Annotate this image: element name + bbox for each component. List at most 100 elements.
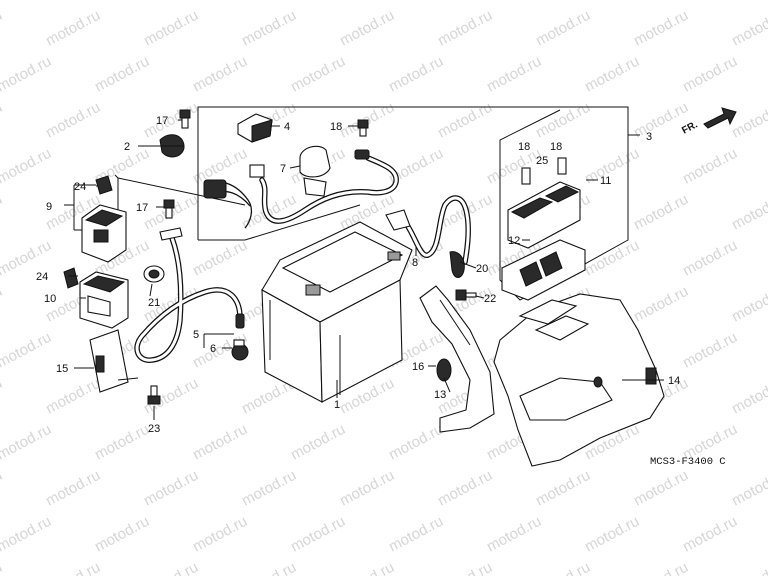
watermark-text: motod.ru	[533, 467, 593, 510]
watermark-text: motod.ru	[239, 467, 299, 510]
watermark-text: motod.ru	[0, 421, 54, 464]
fuse-25[interactable]	[521, 157, 567, 185]
watermark-text: motod.ru	[631, 559, 691, 576]
watermark-text: motod.ru	[0, 145, 54, 188]
watermark-text: motod.ru	[288, 513, 348, 556]
relay-case[interactable]	[79, 271, 129, 329]
label-13: 13	[434, 389, 446, 401]
bolt-23[interactable]	[147, 385, 161, 405]
cable-band[interactable]	[449, 251, 465, 278]
battery[interactable]	[261, 221, 413, 403]
label-6: 6	[210, 343, 216, 355]
watermark-text: motod.ru	[680, 237, 740, 280]
watermark-text: motod.ru	[141, 559, 201, 576]
starter-relay[interactable]	[81, 175, 127, 263]
grommet[interactable]	[143, 265, 165, 283]
watermark-text: motod.ru	[631, 191, 691, 234]
watermark-text: motod.ru	[337, 7, 397, 50]
watermark-text: motod.ru	[239, 559, 299, 576]
battery-band-plate[interactable]	[89, 329, 139, 393]
positive-battery-cable[interactable]	[385, 195, 471, 265]
bolt-18-top[interactable]	[357, 119, 369, 137]
watermark-text: motod.ru	[435, 559, 495, 576]
watermark-text: motod.ru	[92, 513, 152, 556]
bolt-17-mid[interactable]	[163, 199, 175, 219]
watermark-text: motod.ru	[386, 421, 446, 464]
watermark-text: motod.ru	[729, 7, 768, 50]
watermark-text: motod.ru	[0, 329, 54, 372]
watermark-text: motod.ru	[0, 191, 5, 234]
watermark-text: motod.ru	[680, 145, 740, 188]
label-3: 3	[646, 131, 652, 143]
label-24-bottom: 24	[36, 271, 48, 283]
label-10: 10	[44, 293, 56, 305]
watermark-text: motod.ru	[680, 0, 740, 4]
watermark-text: motod.ru	[0, 7, 5, 50]
label-18-right: 18	[550, 141, 562, 153]
watermark-text: motod.ru	[484, 513, 544, 556]
battery-cushion[interactable]	[436, 358, 452, 382]
bolt-22[interactable]	[455, 289, 477, 301]
label-17-top: 17	[156, 115, 168, 127]
label-2: 2	[124, 141, 130, 153]
label-1: 1	[334, 399, 340, 411]
bolt-17-top[interactable]	[179, 109, 191, 129]
watermark-text: motod.ru	[0, 559, 5, 576]
watermark-text: motod.ru	[141, 467, 201, 510]
relay-cover[interactable]	[299, 145, 331, 197]
label-18-top: 18	[330, 121, 342, 133]
wire-harness[interactable]	[203, 149, 399, 229]
label-20: 20	[476, 263, 488, 275]
watermark-text: motod.ru	[190, 237, 250, 280]
battery-holder-bracket[interactable]	[419, 285, 495, 433]
watermark-text: motod.ru	[729, 191, 768, 234]
label-8: 8	[412, 257, 418, 269]
label-4: 4	[284, 121, 290, 133]
watermark-text: motod.ru	[92, 0, 152, 4]
watermark-text: motod.ru	[533, 559, 593, 576]
watermark-text: motod.ru	[190, 53, 250, 96]
watermark-text: motod.ru	[386, 53, 446, 96]
watermark-text: motod.ru	[43, 99, 103, 142]
watermark-text: motod.ru	[43, 7, 103, 50]
label-18-left: 18	[518, 141, 530, 153]
watermark-text: motod.ru	[190, 421, 250, 464]
watermark-text: motod.ru	[288, 0, 348, 4]
label-15: 15	[56, 363, 68, 375]
leader-lines	[68, 119, 664, 420]
watermark-text: motod.ru	[0, 283, 5, 326]
watermark-text: motod.ru	[288, 53, 348, 96]
watermark-text: motod.ru	[435, 467, 495, 510]
watermark-text: motod.ru	[43, 375, 103, 418]
watermark-text: motod.ru	[43, 559, 103, 576]
fuse-24-lower[interactable]	[63, 267, 79, 289]
watermark-text: motod.ru	[631, 7, 691, 50]
label-16: 16	[412, 361, 424, 373]
direction-label: FR.	[680, 119, 700, 136]
watermark-text: motod.ru	[582, 513, 642, 556]
watermark-text: motod.ru	[92, 421, 152, 464]
fuse-box[interactable]	[501, 181, 586, 301]
fuse-cover[interactable]	[237, 113, 273, 143]
watermark-text: motod.ru	[729, 375, 768, 418]
label-25: 25	[536, 155, 548, 167]
watermark-text: motod.ru	[0, 0, 54, 4]
watermark-text: motod.ru	[0, 99, 5, 142]
label-7: 7	[280, 163, 286, 175]
watermark-text: motod.ru	[582, 237, 642, 280]
label-11: 11	[600, 175, 611, 187]
watermark-text: motod.ru	[337, 559, 397, 576]
label-24-top: 24	[74, 181, 86, 193]
watermark-text: motod.ru	[92, 53, 152, 96]
watermark-text: motod.ru	[680, 53, 740, 96]
label-9: 9	[46, 201, 52, 213]
negative-battery-cable[interactable]	[134, 227, 245, 363]
terminal-bolt[interactable]	[231, 339, 249, 361]
watermark-text: motod.ru	[239, 7, 299, 50]
part-labels: 1 2 3 4 5 6 7 8 9 10 11 12 13 14 15 16 1…	[36, 115, 680, 435]
watermark-text: motod.ru	[386, 0, 446, 4]
watermark-text: motod.ru	[631, 467, 691, 510]
watermark-text: motod.ru	[0, 467, 5, 510]
battery-tray-cover[interactable]	[493, 293, 665, 467]
watermark-text: motod.ru	[729, 559, 768, 576]
